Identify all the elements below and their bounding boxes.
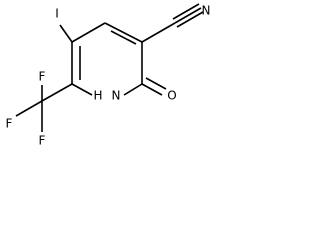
bond-cf3-f-left bbox=[15, 100, 43, 117]
bond-c4-cn bbox=[141, 22, 176, 43]
fluorine-top-label: F bbox=[39, 70, 46, 84]
bond-carbonyl-2 bbox=[145, 77, 167, 90]
fluorine-bottom-label: F bbox=[39, 134, 46, 148]
bond-c3-c4 bbox=[104, 22, 143, 43]
bond-nitrile-1 bbox=[174, 7, 202, 24]
bond-carbonyl-1 bbox=[141, 83, 163, 96]
nitrile-nitrogen-label: N bbox=[202, 4, 211, 18]
bond-c5-n1 bbox=[123, 83, 143, 96]
bond-c6-cf3 bbox=[41, 83, 73, 102]
fluorine-left-label: F bbox=[6, 117, 13, 131]
bond-c1-c3 bbox=[71, 22, 106, 43]
bond-c3-c4-inner bbox=[110, 30, 137, 45]
bond-nitrile-3 bbox=[172, 3, 200, 20]
carbonyl-oxygen-label: O bbox=[167, 89, 176, 103]
iodine-label: I bbox=[55, 7, 59, 21]
bond-c1-iodine bbox=[59, 24, 73, 43]
ring-h-label: H bbox=[93, 89, 102, 103]
bond-nitrile-2 bbox=[176, 11, 204, 28]
chemical-structure-diagram: I N H N O F F F bbox=[0, 0, 224, 158]
bond-n1-c6 bbox=[71, 83, 93, 96]
molecule-svg: I N H N O F F F bbox=[6, 3, 211, 148]
ring-nitrogen-label: N bbox=[112, 89, 121, 103]
